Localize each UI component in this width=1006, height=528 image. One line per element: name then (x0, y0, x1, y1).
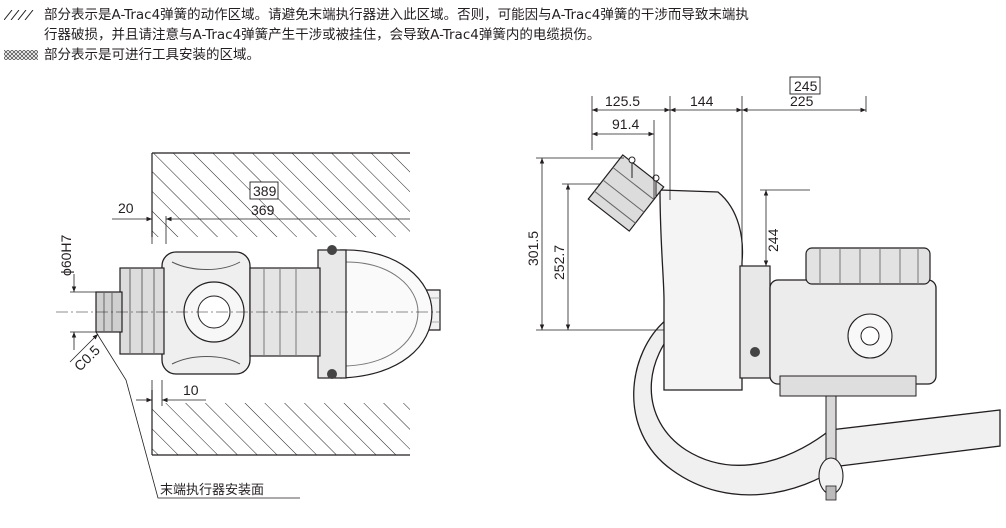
mount-leader (95, 331, 300, 499)
spring-hose (633, 319, 1001, 496)
spring-clamp (317, 249, 347, 379)
dim-252-7: 252.7 (551, 245, 567, 280)
dim-phi60h7: ϕ60H7 (58, 234, 74, 276)
motor-top (805, 247, 931, 285)
dim-144: 144 (690, 93, 714, 109)
dim-369: 369 (251, 202, 275, 218)
mount-surface-label: 末端执行器安装面 (160, 483, 264, 498)
dim-301-5: 301.5 (525, 231, 541, 266)
arm-column (659, 189, 744, 391)
dim-245-box (789, 76, 821, 95)
dim-245: 245 (794, 78, 818, 94)
note-spring-zone-line1: 部分表示是A-Trac4弹簧的动作区域。请避免末端执行器进入此区域。否则，可能因… (44, 7, 749, 23)
dim-10: 10 (183, 382, 199, 398)
note-tool-zone-text: 部分表示是可进行工具安装的区域。 (44, 47, 260, 63)
note-spring-zone-cont: 行器破损，并且请注意与A-Trac4弹簧产生干涉或被挂住，会导致A-Trac4弹… (44, 26, 600, 44)
dim-225: 225 (790, 93, 814, 109)
dim-91-4: 91.4 (612, 116, 639, 132)
dim-389: 389 (253, 183, 277, 199)
note-spring-zone-line2: 行器破损，并且请注意与A-Trac4弹簧产生干涉或被挂住，会导致A-Trac4弹… (44, 27, 601, 43)
spring-zone-top (152, 153, 410, 237)
note-spring-zone: 部分表示是A-Trac4弹簧的动作区域。请避免末端执行器进入此区域。否则，可能因… (4, 6, 749, 24)
diagonal-hatch-icon (4, 10, 34, 20)
dim-244: 244 (765, 228, 781, 252)
crosshatch-icon (4, 50, 38, 60)
dim-c05: C0.5 (71, 342, 103, 374)
dim-389-box (249, 181, 279, 200)
dim-125-5: 125.5 (605, 93, 640, 109)
dim-20: 20 (118, 200, 134, 216)
spring-zone-bottom (152, 403, 410, 455)
left-view: 20 389 369 ϕ60H7 C0.5 10 末端执行器安装面 (56, 152, 441, 499)
note-tool-zone: 部分表示是可进行工具安装的区域。 (4, 46, 260, 64)
right-view: 245 125.5 144 225 91.4 301.5 252.7 244 (525, 76, 1001, 501)
tilted-flange (587, 154, 665, 232)
base-plate (739, 265, 771, 379)
